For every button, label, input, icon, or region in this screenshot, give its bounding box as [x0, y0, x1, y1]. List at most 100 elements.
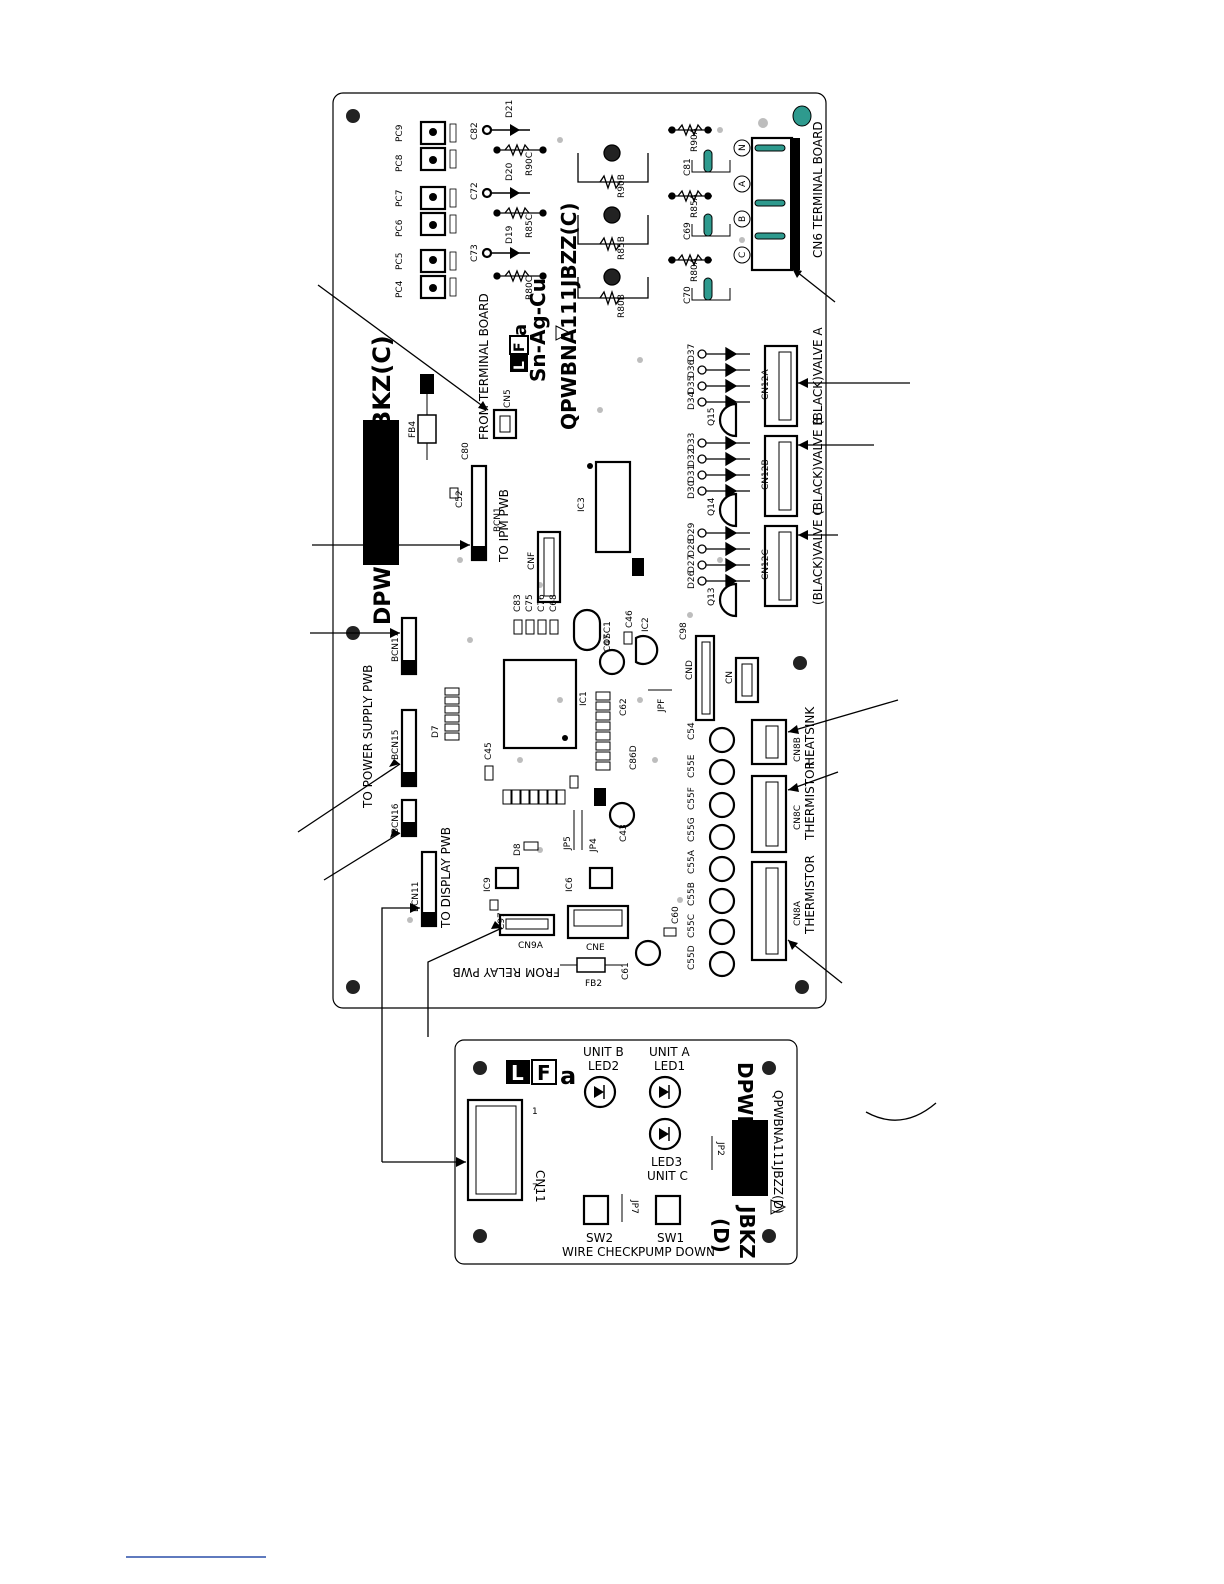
mounting-hole	[762, 1061, 776, 1075]
svg-text:C55B: C55B	[687, 882, 697, 906]
svg-text:CN12C: CN12C	[761, 549, 771, 580]
mounting-hole	[473, 1229, 487, 1243]
ic1-mcu: IC1	[502, 658, 589, 750]
svg-text:THERMISTOR: THERMISTOR	[803, 855, 817, 935]
fuse-fb2: FB2	[560, 957, 622, 989]
svg-text:C55E: C55E	[687, 754, 697, 778]
cn12b-connector: CN12B (BLACK)VALVE B	[761, 417, 825, 518]
svg-text:TO DISPLAY PWB: TO DISPLAY PWB	[439, 827, 453, 929]
svg-text:D21: D21	[505, 100, 515, 118]
svg-text:FROM RELAY PWB: FROM RELAY PWB	[453, 965, 561, 979]
cn-connector: CN	[725, 656, 760, 704]
svg-text:CND: CND	[685, 660, 695, 680]
svg-text:IC6: IC6	[565, 877, 575, 892]
diode-d8: D8	[513, 841, 539, 856]
jumpers-jp4-jp5: JP5 JP4 JPF	[563, 689, 672, 853]
cn12a-connector: CN12A (BLACK)VALVE A	[761, 327, 825, 428]
svg-text:IC3: IC3	[577, 497, 587, 512]
svg-text:F: F	[512, 342, 528, 352]
svg-text:C86D: C86D	[629, 745, 639, 770]
cne-connector: CNE	[566, 904, 630, 953]
svg-text:CN12B: CN12B	[761, 459, 771, 490]
svg-text:(BLACK)VALVE C: (BLACK)VALVE C	[811, 507, 825, 605]
mounting-hole	[762, 1229, 776, 1243]
svg-text:BCN16: BCN16	[391, 803, 401, 834]
svg-text:IC1: IC1	[579, 691, 589, 706]
photocoupler-pc9: PC9	[395, 120, 447, 146]
svg-text:F: F	[537, 1061, 551, 1085]
svg-text:7: 7	[532, 1183, 538, 1193]
svg-text:UNIT A: UNIT A	[649, 1045, 690, 1059]
svg-text:PC6: PC6	[395, 219, 405, 237]
display-model-code: QPWBNA111JBZZ(D)	[771, 1090, 785, 1214]
svg-text:UNIT B: UNIT B	[583, 1045, 624, 1059]
cn12c-connector: CN12C (BLACK)VALVE C	[761, 507, 825, 608]
cn8b-connector: CN8B HEATSINK	[750, 706, 817, 766]
cap-c43: C43	[594, 788, 636, 842]
svg-text:SW1: SW1	[657, 1231, 684, 1245]
svg-text:(BLACK)VALVE A: (BLACK)VALVE A	[811, 327, 825, 425]
cap-c47: C47	[598, 634, 626, 676]
svg-text:CN8C: CN8C	[793, 805, 803, 830]
svg-text:PC7: PC7	[395, 190, 405, 207]
svg-text:C61: C61	[621, 962, 631, 980]
cap-row-c83	[513, 619, 559, 635]
svg-text:R90C: R90C	[525, 152, 535, 176]
svg-text:D35: D35	[687, 376, 697, 394]
jumper-jp2: JP2	[711, 1136, 725, 1170]
cn11-connector: CN11 1 7	[466, 1098, 547, 1203]
svg-text:C43: C43	[619, 824, 629, 842]
svg-text:C54: C54	[687, 722, 697, 740]
decorative-arc	[865, 1102, 937, 1121]
callout-arrowheads	[389, 268, 808, 1167]
svg-text:D37: D37	[687, 344, 697, 362]
svg-text:(BLACK)VALVE B: (BLACK)VALVE B	[811, 417, 825, 515]
svg-text:JP7: JP7	[629, 1199, 639, 1214]
svg-text:FROM TERMINAL BOARD: FROM TERMINAL BOARD	[477, 293, 491, 440]
photocoupler-pc5: PC5	[395, 248, 447, 274]
svg-text:C: C	[738, 252, 748, 258]
display-series-suffix: (D)	[709, 1218, 733, 1253]
lead-free-logo: L F a	[509, 324, 531, 372]
svg-text:UNIT C: UNIT C	[647, 1169, 688, 1183]
svg-text:CN8A: CN8A	[793, 900, 803, 926]
osc1-crystal: OSC1	[572, 608, 613, 652]
photocoupler-pc4: PC4	[395, 274, 447, 300]
svg-text:D20: D20	[505, 162, 515, 181]
svg-text:D26: D26	[687, 570, 697, 589]
svg-text:PC5: PC5	[395, 253, 405, 270]
svg-text:D33: D33	[687, 433, 697, 451]
svg-text:IC9: IC9	[483, 877, 493, 892]
svg-text:C70: C70	[683, 286, 693, 304]
svg-text:R80A: R80A	[690, 257, 700, 282]
svg-text:C80: C80	[461, 442, 471, 460]
svg-text:L: L	[512, 361, 528, 370]
cn9a-connector: CN9A FROM RELAY PWB	[453, 913, 561, 979]
svg-text:BCN15: BCN15	[391, 730, 401, 761]
svg-text:B: B	[738, 216, 748, 222]
mounting-hole-accent	[792, 105, 812, 127]
svg-text:C55F: C55F	[687, 787, 697, 810]
main-brand-block	[363, 420, 399, 565]
terminal-markers: N A B C	[733, 139, 751, 264]
svg-text:N: N	[738, 144, 748, 151]
svg-text:R80C: R80C	[525, 276, 535, 300]
svg-text:C68: C68	[549, 594, 559, 612]
bcn11-connector: BCN11 TO DISPLAY PWB	[411, 827, 453, 929]
sw1-pump-down: SW1 PUMP DOWN	[638, 1194, 715, 1259]
svg-text:SW2: SW2	[586, 1231, 613, 1245]
svg-text:JP5: JP5	[563, 836, 573, 851]
cnd-connector: CND C98	[679, 622, 716, 722]
svg-text:C75: C75	[525, 594, 535, 612]
svg-text:C55A: C55A	[687, 849, 697, 874]
photocoupler-pc7: PC7	[395, 185, 447, 211]
svg-text:CN8B: CN8B	[793, 737, 803, 762]
cn8c-connector: CN8C THERMISTOR	[750, 761, 817, 854]
mounting-hole	[793, 656, 807, 670]
svg-text:C73: C73	[470, 244, 480, 262]
cnf-connector: CNF	[527, 530, 562, 604]
svg-text:C98: C98	[679, 622, 689, 640]
resistor-column	[493, 143, 547, 283]
ic2-regulator: IC2 C46	[623, 610, 659, 666]
